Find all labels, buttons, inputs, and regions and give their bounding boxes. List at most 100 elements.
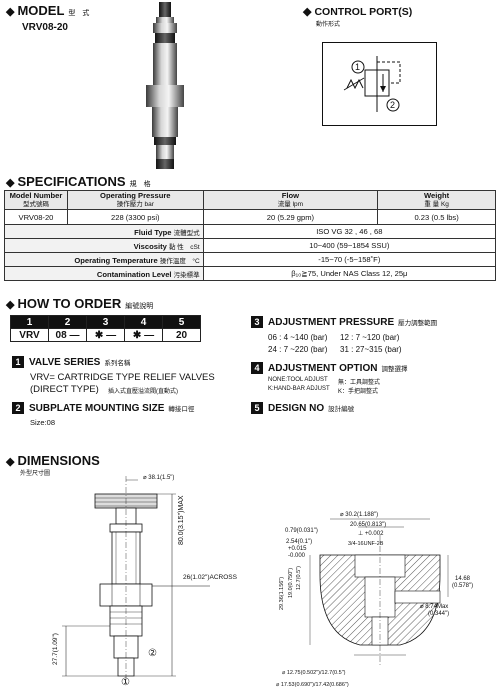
dim-port-2: ② xyxy=(148,648,157,659)
dim-tolerance: ⊥ +0.002 xyxy=(358,531,384,537)
order-item-3-line-2: 12 : 7 ~120 (bar) xyxy=(340,333,400,342)
order-code-values: VRV 08 — ✱ — ✱ — 20 xyxy=(10,328,201,342)
order-item-1-line-2: (DIRECT TYPE) xyxy=(30,384,99,395)
order-pos-2: 2 xyxy=(48,315,87,329)
port-2-marker xyxy=(386,98,400,112)
how-to-order-title: HOW TO ORDER xyxy=(17,296,122,311)
specifications-header: ◆ SPECIFICATIONS 規 格 xyxy=(6,174,151,189)
spec-data-row: VRV08-20 228 (3300 psi) 20 (5.29 gpm) 0.… xyxy=(4,209,496,226)
order-pos-5: 5 xyxy=(162,315,201,329)
cell-model: VRV08-20 xyxy=(4,209,68,226)
dim-across: 26(1.02")ACROSS xyxy=(183,574,237,581)
diamond-icon: ◆ xyxy=(6,299,15,311)
cell-viscosity-value: 10~400 (59~1854 SSU) xyxy=(202,238,497,254)
order-item-3-line-3: 24 : 7 ~220 (bar) xyxy=(268,345,328,354)
dim-max-length: 80.0(3.15")MAX xyxy=(178,495,185,545)
dim-2936: 29.36(1.156") xyxy=(279,576,285,610)
port-2-label: 2 xyxy=(390,100,396,110)
diamond-icon: ◆ xyxy=(6,6,15,18)
order-code-3: ✱ — xyxy=(86,328,125,342)
dim-190: 19.0(0.750") xyxy=(288,567,294,598)
model-name: VRV08-20 xyxy=(22,22,68,33)
model-title: MODEL xyxy=(17,3,65,18)
dim-079: 0.79(0.031") xyxy=(285,528,318,534)
order-pos-3: 3 xyxy=(86,315,125,329)
cell-temperature-value: -15~70 (-5~158˚F) xyxy=(202,252,497,268)
dim-tol-plus: +0.015 xyxy=(288,546,307,552)
port-1-label: 1 xyxy=(355,62,361,72)
specifications-title-cn: 規 格 xyxy=(129,181,151,188)
dim-thread-diameter: 20.65(0.813") xyxy=(350,522,387,528)
diamond-icon: ◆ xyxy=(6,456,15,468)
cell-weight: 0.23 (0.5 lbs) xyxy=(377,209,496,226)
dim-874: ⌀ 8.74Max xyxy=(420,604,449,610)
dim-1468: 14.68 xyxy=(455,576,471,582)
port-1-marker xyxy=(351,60,365,74)
dim-1753: ⌀ 17.53(0.690")/17.42(0.686") xyxy=(276,682,349,688)
order-code-4: ✱ — xyxy=(124,328,163,342)
control-port-title: CONTROL PORT(S) xyxy=(314,6,413,18)
valve-dimension-drawing xyxy=(62,476,210,684)
cell-pressure: 228 (3300 psi) xyxy=(66,209,204,226)
order-code-positions: 1 2 3 4 5 xyxy=(10,315,201,329)
cell-contamination-value: β₁₀≧75, Under NAS Class 12, 25μ xyxy=(202,266,497,282)
dimensions-title: DIMENSIONS xyxy=(17,453,100,468)
model-title-cn: 型 式 xyxy=(68,10,90,17)
spec-row-temperature: Operating Temperature 操作溫度 °C -15~70 (-5… xyxy=(4,252,497,268)
order-item-3-line-1: 06 : 4 ~140 (bar) xyxy=(268,333,328,342)
dim-874-inch: (0.344") xyxy=(428,611,450,617)
order-item-3-line-4: 31 : 27~315 (bar) xyxy=(340,345,402,354)
cavity-section-drawing xyxy=(309,518,449,665)
dim-knob-diameter: ⌀ 38.1(1.5") xyxy=(143,475,175,481)
spec-row-viscosity: Viscosity 黏 性 cSt 10~400 (59~1854 SSU) xyxy=(4,238,497,254)
order-pos-1: 1 xyxy=(10,315,49,329)
dimensions-header: ◆ DIMENSIONS xyxy=(6,453,100,468)
spec-row-fluid: Fluid Type 流體型式 ISO VG 32 , 46 , 68 xyxy=(4,224,497,240)
cell-fluid-value: ISO VG 32 , 46 , 68 xyxy=(202,224,497,240)
dim-254: 2.54(0.1") xyxy=(286,539,313,545)
dim-127: 12.7(0.5") xyxy=(296,566,302,590)
diamond-icon: ◆ xyxy=(303,6,312,18)
order-code-1: VRV xyxy=(10,328,49,342)
order-item-4-line-4: K：手把調整式 xyxy=(338,389,379,395)
order-pos-4: 4 xyxy=(124,315,163,329)
specifications-title: SPECIFICATIONS xyxy=(17,174,126,189)
order-item-1-line-1: VRV= CARTRIDGE TYPE RELIEF VALVES xyxy=(30,372,215,383)
order-item-1-line-cn: 插入式直壓溢流閥(直動式) xyxy=(108,389,178,395)
dim-thread-spec: 3/4-16UNF-2B xyxy=(348,541,384,547)
dim-port-1: ① xyxy=(121,677,130,688)
order-item-4-line-3: K:HAND-BAR ADJUST xyxy=(268,386,330,392)
cell-flow: 20 (5.29 gpm) xyxy=(202,209,379,226)
control-port-title-cn: 動作形式 xyxy=(316,22,341,28)
diamond-icon: ◆ xyxy=(6,177,15,189)
spec-row-contamination: Contamination Level 污染標準 β₁₀≧75, Under N… xyxy=(4,266,497,282)
dim-tol-minus: -0.000 xyxy=(288,553,306,559)
model-header: ◆ MODEL 型 式 xyxy=(6,3,89,18)
dim-bottom-length: 27.7(1.09") xyxy=(52,633,59,665)
order-item-4-line-1: NONE:TOOL ADJUST xyxy=(268,377,328,383)
dim-1468-inch: (0.578") xyxy=(452,583,474,589)
order-code-table: 1 2 3 4 5 VRV 08 — ✱ — ✱ — 20 xyxy=(10,315,201,342)
order-item-2-line-1: Size:08 xyxy=(30,418,56,427)
control-port-header: ◆ CONTROL PORT(S) xyxy=(303,5,412,18)
order-code-2: 08 — xyxy=(48,328,87,342)
control-port-symbol xyxy=(322,42,437,126)
dimensions-title-cn: 外型尺寸圖 xyxy=(20,471,51,477)
valve-photo xyxy=(146,2,184,169)
how-to-order-title-cn: 編號說明 xyxy=(125,303,154,310)
how-to-order-header: ◆ HOW TO ORDER 編號說明 xyxy=(6,296,153,311)
order-code-5: 20 xyxy=(162,328,201,342)
order-item-4-line-2: 無：工具調整式 xyxy=(338,380,381,386)
dim-1275: ⌀ 12.75(0.502")/12.7(0.5") xyxy=(282,670,346,676)
